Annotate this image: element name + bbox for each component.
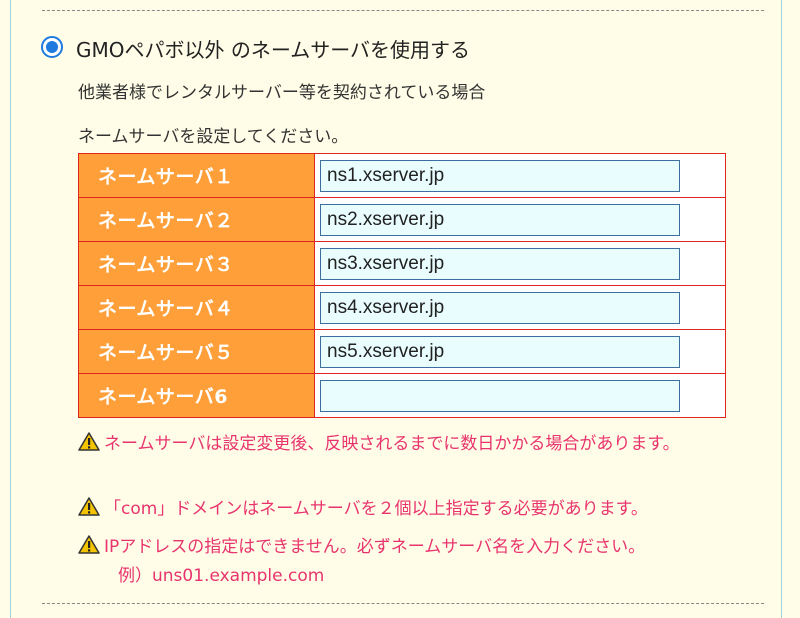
- nameserver-4-input[interactable]: [320, 291, 680, 324]
- table-row: ネームサーバ３: [78, 241, 726, 286]
- note-propagation: ネームサーバは設定変更後、反映されるまでに数日かかる場合があります。: [78, 430, 748, 458]
- note-ip-address: IPアドレスの指定はできません。必ずネームサーバ名を入力ください。: [78, 532, 748, 557]
- nameserver-label: ネームサーバ５: [78, 329, 315, 374]
- note-example: 例）uns01.example.com: [118, 566, 325, 586]
- table-row: ネームサーバ４: [78, 285, 726, 330]
- option-title[interactable]: GMOペパボ以外 のネームサーバを使用する: [76, 38, 471, 62]
- nameserver-3-input[interactable]: [320, 247, 680, 280]
- table-row: ネームサーバ２: [78, 197, 726, 242]
- nameserver-label: ネームサーバ４: [78, 285, 315, 330]
- nameserver-6-input[interactable]: [320, 379, 680, 412]
- nameserver-label: ネームサーバ6: [78, 373, 315, 418]
- nameserver-2-input[interactable]: [320, 203, 680, 236]
- divider-bottom: [42, 603, 764, 604]
- table-row: ネームサーバ５: [78, 329, 726, 374]
- content-frame: [10, 0, 782, 618]
- nameserver-5-input[interactable]: [320, 335, 680, 368]
- note-text: ネームサーバは設定変更後、反映されるまでに数日かかる場合があります。: [104, 434, 680, 454]
- instruction-text: ネームサーバを設定してください。: [78, 127, 349, 147]
- nameserver-label: ネームサーバ２: [78, 197, 315, 242]
- warning-icon: [78, 535, 100, 554]
- nameserver-label: ネームサーバ３: [78, 241, 315, 286]
- radio-dot: [46, 41, 58, 53]
- nameserver-label: ネームサーバ１: [78, 153, 315, 198]
- nameserver-1-input[interactable]: [320, 159, 680, 192]
- table-row: ネームサーバ１: [78, 153, 726, 198]
- note-text: 「com」ドメインはネームサーバを２個以上指定する必要があります。: [104, 499, 648, 519]
- warning-icon: [78, 497, 100, 516]
- note-text: IPアドレスの指定はできません。必ずネームサーバ名を入力ください。: [104, 537, 646, 557]
- note-com-domain: 「com」ドメインはネームサーバを２個以上指定する必要があります。: [78, 494, 748, 519]
- radio-other-nameserver[interactable]: [41, 36, 63, 58]
- option-subtitle: 他業者様でレンタルサーバー等を契約されている場合: [78, 83, 486, 103]
- warning-icon: [78, 432, 100, 451]
- table-row: ネームサーバ6: [78, 373, 726, 418]
- nameserver-table: ネームサーバ１ ネームサーバ２ ネームサーバ３ ネームサーバ４ ネームサーバ５ …: [78, 153, 726, 418]
- divider-top: [42, 10, 764, 11]
